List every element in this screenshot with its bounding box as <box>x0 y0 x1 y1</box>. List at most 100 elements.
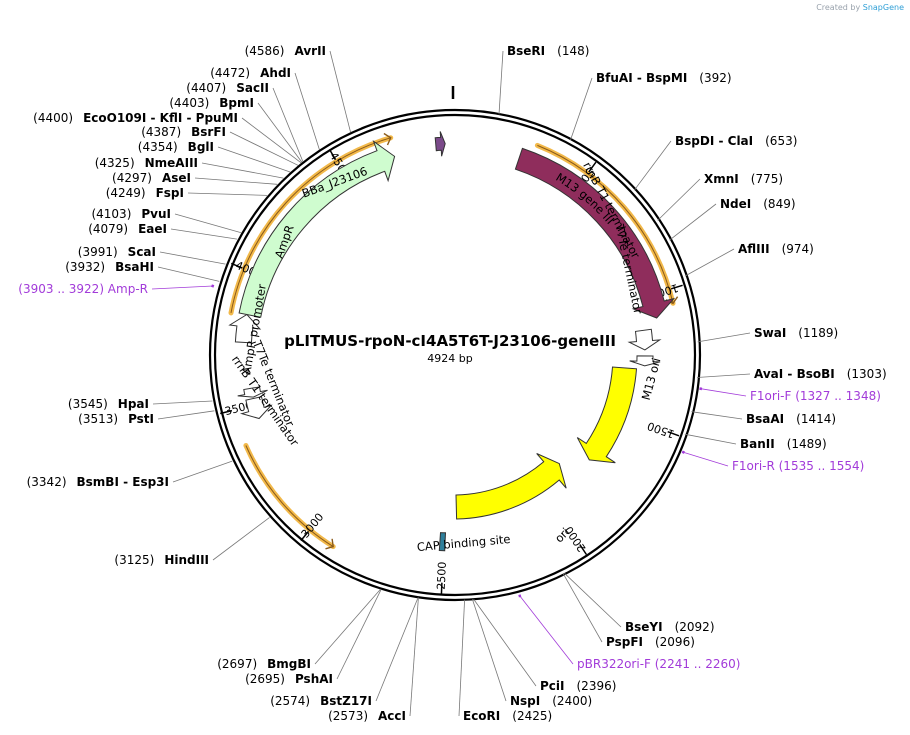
primer-f1ori-f[interactable]: F1ori-F (1327 .. 1348) <box>699 387 881 403</box>
primer-amp-r[interactable]: (3903 .. 3922) Amp-R <box>18 282 215 296</box>
feature-ampr[interactable] <box>238 140 396 318</box>
site-psti[interactable]: (3513)PstI <box>78 410 215 426</box>
site-label[interactable]: (4079)EaeI <box>88 222 167 236</box>
site-label[interactable]: AflIII(974) <box>738 242 814 256</box>
site-eaei[interactable]: (4079)EaeI <box>88 222 238 240</box>
site-pcii[interactable]: PciI(2396) <box>473 598 617 693</box>
site-label[interactable]: BspDI - ClaI(653) <box>675 134 797 148</box>
site-bstz17i[interactable]: (2574)BstZ17I <box>270 597 419 709</box>
site-ahdi[interactable]: (4472)AhdI <box>210 66 320 150</box>
site-name: PshAI <box>295 672 333 686</box>
site-label[interactable]: (4403)BpmI <box>169 96 254 110</box>
site-label[interactable]: (4400)EcoO109I - KflI - PpuMI <box>33 111 238 125</box>
site-bsmbi[interactable]: (3342)BsmBI - Esp3I <box>27 460 233 489</box>
primer-label[interactable]: (3903 .. 3922) Amp-R <box>18 282 148 296</box>
site-afliii[interactable]: AflIII(974) <box>684 242 814 277</box>
site-pspfi[interactable]: PspFI(2096) <box>562 573 695 649</box>
site-scai[interactable]: (3991)ScaI <box>78 245 226 265</box>
site-label[interactable]: (3545)HpaI <box>68 397 149 411</box>
site-bspdi[interactable]: BspDI - ClaI(653) <box>633 134 797 191</box>
site-banii[interactable]: BanII(1489) <box>684 433 827 451</box>
site-label[interactable]: (4354)BglI <box>138 140 214 154</box>
site-acci[interactable]: (2573)AccI <box>328 597 419 724</box>
site-pvui[interactable]: (4103)PvuI <box>91 207 241 233</box>
site-bfuai[interactable]: BfuAI - BspMI(392) <box>570 71 732 141</box>
site-bmgbi[interactable]: (2697)BmgBI <box>217 588 381 671</box>
primer-pbr322ori-f[interactable]: pBR322ori-F (2241 .. 2260) <box>518 594 741 671</box>
site-label[interactable]: (3932)BsaHI <box>65 260 154 274</box>
primer-f1ori-r[interactable]: F1ori-R (1535 .. 1554) <box>681 450 865 473</box>
site-nspi[interactable]: NspI(2400) <box>472 599 592 708</box>
feature-m13-ori[interactable] <box>576 366 638 464</box>
site-ecoo109i[interactable]: (4400)EcoO109I - KflI - PpuMI <box>33 111 302 164</box>
site-label[interactable]: BanII(1489) <box>740 437 827 451</box>
site-label[interactable]: (3342)BsmBI - Esp3I <box>27 475 169 489</box>
site-hindiii[interactable]: (3125)HindIII <box>114 517 270 567</box>
site-name: BanII <box>740 437 775 451</box>
site-ecori[interactable]: EcoRI(2425) <box>458 599 552 723</box>
feature-m13-gene-iii[interactable] <box>514 147 676 319</box>
site-bgli[interactable]: (4354)BglI <box>138 140 291 173</box>
primer-label[interactable]: pBR322ori-F (2241 .. 2260) <box>577 657 740 671</box>
site-bseyi[interactable]: BseYI(2092) <box>564 572 715 634</box>
site-asei[interactable]: (4297)AseI <box>112 171 278 185</box>
feature-ampr-promoter[interactable] <box>228 313 262 344</box>
site-label[interactable]: (2695)PshAI <box>245 672 333 686</box>
site-label[interactable]: SwaI(1189) <box>754 326 838 340</box>
site-swai[interactable]: SwaI(1189) <box>697 326 839 343</box>
site-label[interactable]: (3991)ScaI <box>78 245 156 259</box>
feature-cap-binding-site[interactable] <box>438 532 447 552</box>
site-label[interactable]: NspI(2400) <box>510 694 592 708</box>
site-avai[interactable]: AvaI - BsoBI(1303) <box>696 367 887 381</box>
site-label[interactable]: AvaI - BsoBI(1303) <box>754 367 887 381</box>
site-label[interactable]: (3125)HindIII <box>114 553 209 567</box>
site-sacii[interactable]: (4407)SacII <box>186 81 304 162</box>
site-pshai[interactable]: (2695)PshAI <box>245 589 382 686</box>
site-label[interactable]: (2574)BstZ17I <box>270 694 372 708</box>
site-label[interactable]: (2573)AccI <box>328 709 406 723</box>
site-fspi[interactable]: (4249)FspI <box>106 186 268 200</box>
site-label[interactable]: (4325)NmeAIII <box>95 156 198 170</box>
site-label[interactable]: (4586)AvrII <box>245 44 326 58</box>
site-label[interactable]: (4297)AseI <box>112 171 191 185</box>
site-ndei[interactable]: NdeI(849) <box>669 197 796 241</box>
site-bseri[interactable]: BseRI(148) <box>498 44 589 115</box>
site-label[interactable]: XmnI(775) <box>704 172 783 186</box>
site-label[interactable]: PspFI(2096) <box>606 635 695 649</box>
site-bsaai[interactable]: BsaAI(1414) <box>691 411 836 426</box>
site-nmeaiii[interactable]: (4325)NmeAIII <box>95 156 284 179</box>
site-label[interactable]: EcoRI(2425) <box>463 709 552 723</box>
site-leader-line <box>696 373 751 378</box>
feature-t7te-terminator[interactable] <box>237 386 268 398</box>
primer-layer: F1ori-F (1327 .. 1348) F1ori-R (1535 .. 1… <box>18 282 881 671</box>
site-label[interactable]: (4472)AhdI <box>210 66 291 80</box>
site-leader-line <box>472 599 507 702</box>
site-label[interactable]: NdeI(849) <box>720 197 796 211</box>
site-label[interactable]: PciI(2396) <box>540 679 616 693</box>
primer-label[interactable]: F1ori-R (1535 .. 1554) <box>732 459 864 473</box>
site-label[interactable]: BseYI(2092) <box>625 620 715 634</box>
site-label[interactable]: BsaAI(1414) <box>746 412 836 426</box>
site-avrii[interactable]: (4586)AvrII <box>245 44 351 133</box>
feature-t7te-terminator[interactable] <box>629 355 661 367</box>
site-bpmi[interactable]: (4403)BpmI <box>169 96 303 163</box>
site-label[interactable]: (4103)PvuI <box>91 207 171 221</box>
feature-ori[interactable] <box>455 453 567 520</box>
site-label[interactable]: (4387)BsrFI <box>141 125 226 139</box>
feature-rrnb-t1-terminator[interactable] <box>627 328 662 351</box>
site-label[interactable]: BseRI(148) <box>507 44 589 58</box>
site-hpai[interactable]: (3545)HpaI <box>68 397 213 411</box>
site-label[interactable]: (3513)PstI <box>78 412 154 426</box>
feature-rrnb-t1-terminator[interactable] <box>239 396 273 420</box>
site-bsahi[interactable]: (3932)BsaHI <box>65 260 220 282</box>
primer-label[interactable]: F1ori-F (1327 .. 1348) <box>750 389 881 403</box>
site-label[interactable]: (4249)FspI <box>106 186 184 200</box>
site-label[interactable]: BfuAI - BspMI(392) <box>596 71 732 85</box>
site-label[interactable]: (4407)SacII <box>186 81 269 95</box>
feature-bba-j23106[interactable] <box>434 131 446 157</box>
site-xmni[interactable]: XmnI(775) <box>657 172 783 221</box>
site-position: (4103) <box>91 207 131 221</box>
site-bsrfi[interactable]: (4387)BsrFI <box>141 125 299 166</box>
site-leader-line <box>684 433 737 445</box>
site-label[interactable]: (2697)BmgBI <box>217 657 311 671</box>
